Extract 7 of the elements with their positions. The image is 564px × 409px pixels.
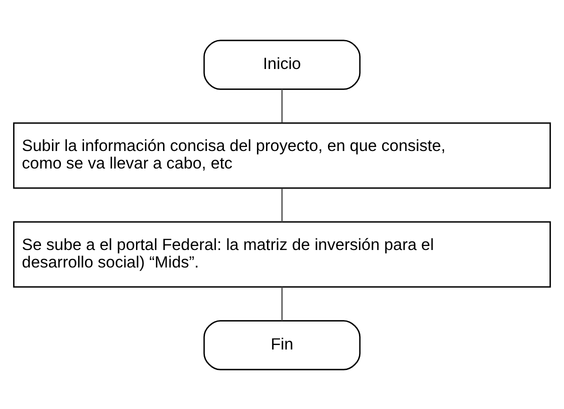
node-box: Fin xyxy=(203,320,361,370)
node-box: Subir la información concisa del proyecto, en que consiste, como se va llevar a cabo, etc xyxy=(13,122,551,188)
node-box: Se sube a el portal Federal: la matriz de inversión para el desarrollo social) “Mids”. xyxy=(13,220,551,288)
node-box: Inicio xyxy=(203,39,361,90)
connector xyxy=(281,88,283,122)
connector xyxy=(281,188,283,222)
connector xyxy=(281,286,283,320)
